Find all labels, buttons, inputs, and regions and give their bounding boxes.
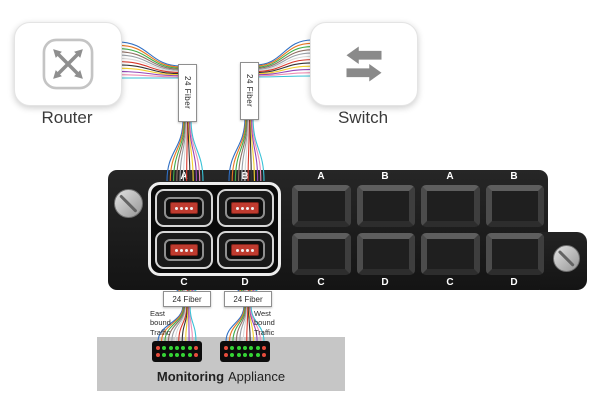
- mpo-ferrule: [231, 244, 260, 256]
- empty-port: [485, 233, 544, 275]
- empty-port: [292, 233, 351, 275]
- east-traffic-label: East bound Traffic: [150, 309, 171, 337]
- screw-icon: [553, 245, 580, 272]
- tap-module-populated: [148, 182, 281, 276]
- led-indicator: [224, 345, 228, 350]
- led-indicator: [230, 345, 235, 350]
- mpo-housing: [225, 196, 266, 220]
- led-row: [224, 353, 266, 358]
- appliance-connector-west: [220, 341, 270, 362]
- router-node: [14, 22, 122, 106]
- port-label-bottom: D: [241, 277, 249, 288]
- led-indicator: [187, 353, 192, 358]
- screw-icon: [114, 189, 143, 218]
- led-indicator: [261, 353, 266, 358]
- empty-port: [356, 233, 415, 275]
- led-indicator: [249, 345, 254, 350]
- port-label-top: A: [180, 171, 188, 182]
- led-indicator: [193, 353, 198, 358]
- mpo-housing: [225, 238, 266, 262]
- led-indicator: [174, 353, 179, 358]
- led-indicator: [156, 345, 160, 350]
- port-label-top: B: [510, 171, 518, 182]
- led-indicator: [187, 345, 192, 350]
- led-indicator: [168, 353, 173, 358]
- port-label-top: B: [241, 171, 249, 182]
- port-label-top: B: [381, 171, 389, 182]
- mpo-connector-a: [155, 189, 213, 227]
- port-label-bottom: C: [446, 277, 454, 288]
- led-indicator: [168, 345, 173, 350]
- led-indicator: [162, 345, 167, 350]
- empty-port-grid: [292, 185, 544, 275]
- mpo-connector-b: [216, 189, 274, 227]
- port-label-bottom: D: [381, 277, 389, 288]
- mpo-ferrule: [169, 244, 198, 256]
- led-indicator: [156, 353, 160, 358]
- empty-port: [292, 185, 351, 227]
- led-row: [156, 353, 198, 358]
- port-label-top: A: [317, 171, 325, 182]
- led-indicator: [242, 345, 247, 350]
- led-row: [224, 345, 266, 350]
- router-icon: [42, 38, 94, 90]
- port-label-top: A: [446, 171, 454, 182]
- empty-port: [421, 233, 480, 275]
- led-indicator: [236, 353, 241, 358]
- cable-tag-east: 24 Fiber: [163, 291, 211, 307]
- mpo-housing: [163, 238, 204, 262]
- port-label-bottom: C: [180, 277, 188, 288]
- mpo-connector-c: [155, 231, 213, 269]
- led-indicator: [193, 345, 198, 350]
- led-indicator: [224, 353, 228, 358]
- appliance-label-bold: Monitoring: [156, 369, 225, 384]
- led-indicator: [181, 345, 186, 350]
- cable-tag-west: 24 Fiber: [224, 291, 272, 307]
- led-indicator: [249, 353, 254, 358]
- mpo-ferrule: [169, 202, 198, 214]
- cable-tag-router: 24 Fiber: [178, 64, 197, 122]
- mpo-connector-d: [216, 231, 274, 269]
- west-traffic-label: West bound Traffic: [254, 309, 275, 337]
- led-indicator: [255, 345, 260, 350]
- cable-tag-switch: 24 Fiber: [240, 62, 259, 120]
- empty-port: [421, 185, 480, 227]
- switch-icon: [346, 46, 382, 82]
- led-indicator: [162, 353, 167, 358]
- appliance-label-rest: Appliance: [228, 369, 286, 384]
- mpo-ferrule: [231, 202, 260, 214]
- led-indicator: [181, 353, 186, 358]
- screw-slot: [119, 194, 138, 213]
- switch-label: Switch: [337, 108, 389, 127]
- port-label-bottom: C: [317, 277, 325, 288]
- led-indicator: [236, 345, 241, 350]
- led-indicator: [174, 345, 179, 350]
- port-label-bottom: D: [510, 277, 518, 288]
- screw-slot: [558, 250, 575, 267]
- router-label: Router: [41, 108, 93, 127]
- mpo-housing: [163, 196, 204, 220]
- appliance-connector-east: [152, 341, 202, 362]
- empty-port: [356, 185, 415, 227]
- led-row: [156, 345, 198, 350]
- switch-node: [310, 22, 418, 106]
- led-indicator: [261, 345, 266, 350]
- led-indicator: [255, 353, 260, 358]
- led-indicator: [242, 353, 247, 358]
- empty-port: [485, 185, 544, 227]
- led-indicator: [230, 353, 235, 358]
